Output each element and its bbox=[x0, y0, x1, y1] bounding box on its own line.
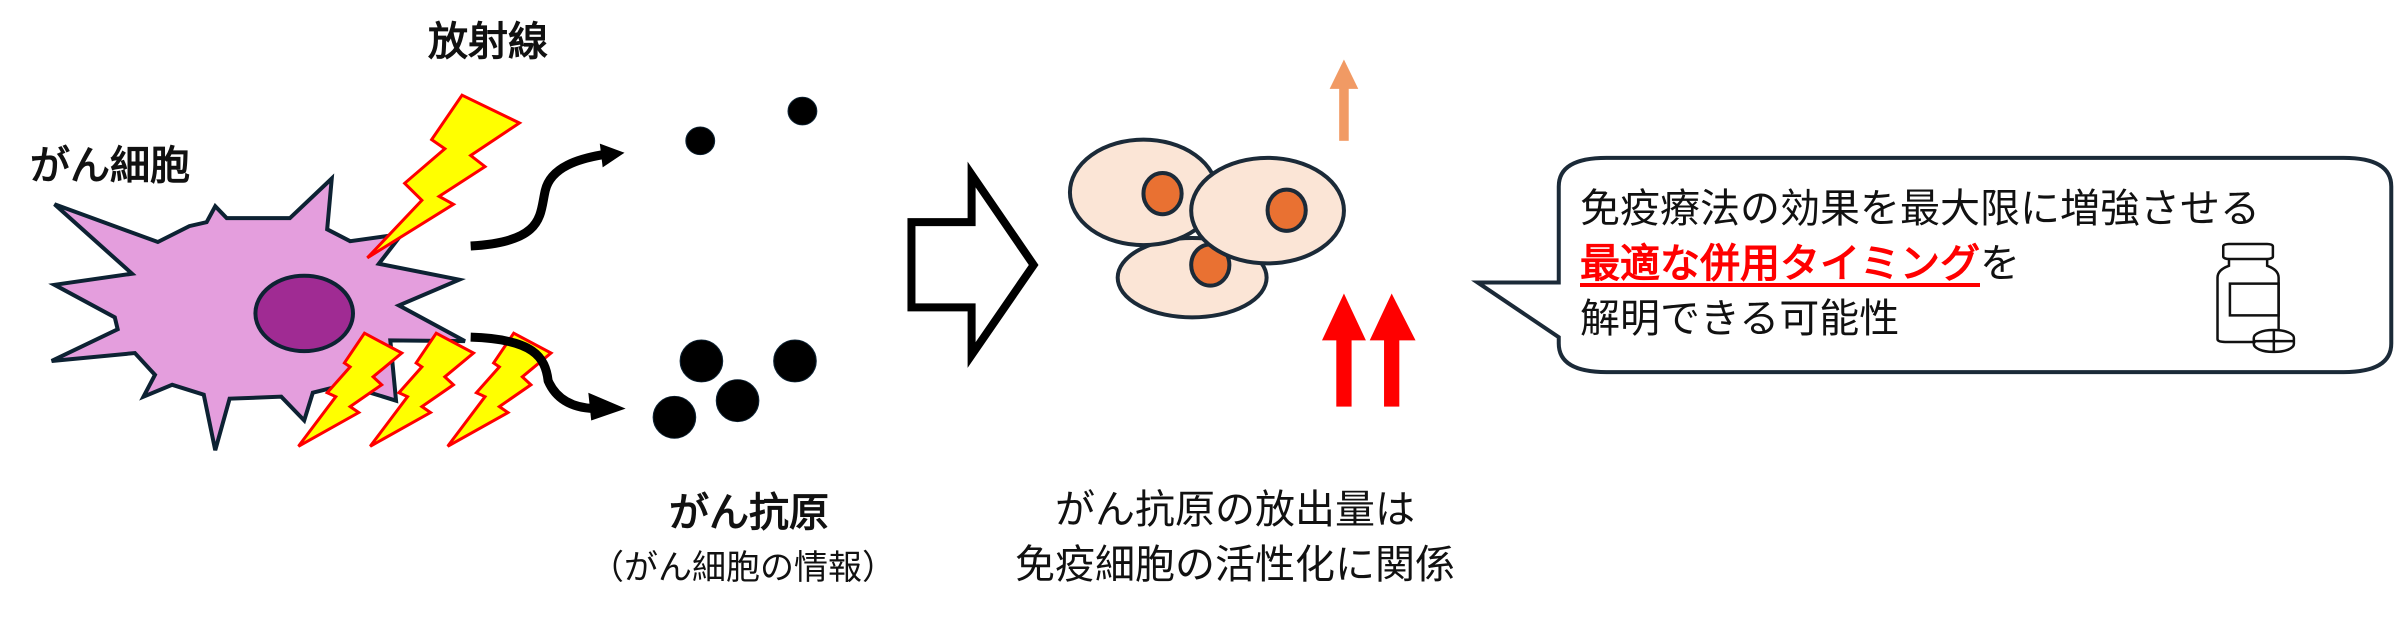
cancer-cell-label: がん細胞 bbox=[30, 143, 190, 189]
hollow-right-arrow bbox=[911, 175, 1033, 355]
antigen-release-text-line2: 免疫細胞の活性化に関係 bbox=[1015, 542, 1455, 588]
radiation-label: 放射線 bbox=[428, 19, 548, 65]
antigen-dot bbox=[715, 379, 760, 423]
red-up-arrows bbox=[1321, 293, 1416, 407]
left-diagram bbox=[0, 0, 818, 622]
immune-cells bbox=[1070, 140, 1344, 318]
lightning-icon bbox=[298, 333, 551, 446]
cancer-cell-nucleus bbox=[255, 276, 353, 351]
cancer-antigen-note: （がん細胞の情報） bbox=[590, 548, 896, 588]
antigen-dot-small bbox=[787, 96, 818, 126]
lightning-icon bbox=[367, 95, 519, 258]
arrowhead bbox=[588, 392, 626, 421]
immune-cell-nucleus bbox=[1143, 173, 1181, 214]
callout-highlight: 最適な併用タイミング bbox=[1580, 241, 1980, 287]
antigen-particles bbox=[652, 96, 818, 439]
curved-arrow-lower bbox=[471, 337, 594, 408]
callout-line2-rest: を bbox=[1980, 241, 2020, 287]
antigen-release-text-line1: がん抗原の放出量は bbox=[1055, 487, 1415, 533]
callout-line3: 解明できる可能性 bbox=[1580, 296, 1900, 342]
antigen-dot bbox=[652, 395, 697, 439]
medicine-bottle-icon bbox=[2218, 244, 2294, 352]
antigen-dot-small bbox=[685, 126, 716, 156]
right-diagram bbox=[900, 59, 2397, 407]
cancer-antigen-label: がん抗原 bbox=[669, 490, 829, 536]
callout-line2: 最適な併用タイミングを bbox=[1580, 244, 2020, 284]
antigen-dot bbox=[773, 339, 817, 383]
callout-line1: 免疫療法の効果を最大限に増強させる bbox=[1580, 186, 2260, 232]
speech-bubble bbox=[1478, 158, 2392, 372]
arrowhead bbox=[599, 143, 625, 168]
antigen-dot bbox=[679, 339, 724, 383]
curved-arrow-upper bbox=[471, 155, 603, 246]
orange-up-arrow bbox=[1329, 59, 1359, 141]
immune-cell-nucleus bbox=[1268, 190, 1306, 231]
